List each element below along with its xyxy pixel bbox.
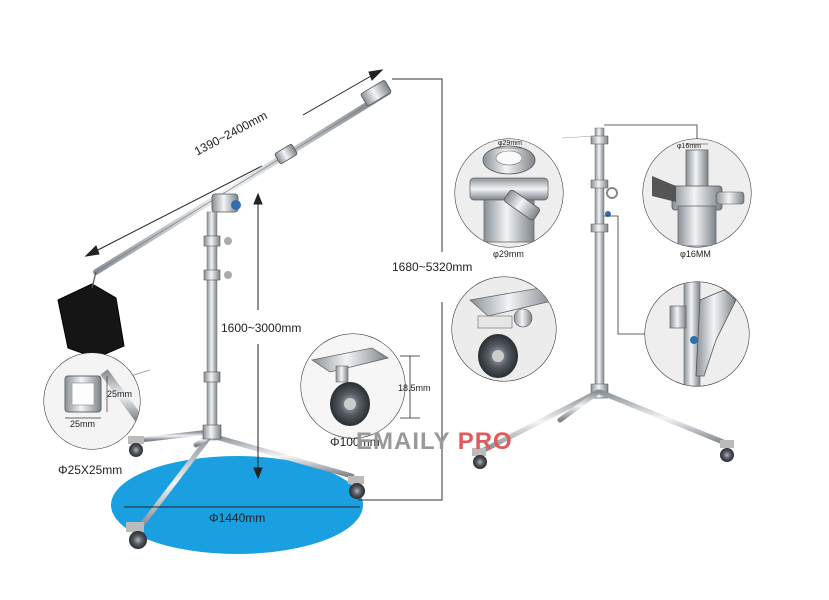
boom-arm	[93, 80, 392, 275]
brand-watermark-part2: PRO	[457, 428, 513, 455]
sandbag	[57, 283, 125, 359]
clamp-detail	[455, 139, 563, 247]
brand-watermark-part1: EMAILY	[356, 428, 451, 455]
max-total-height-label: 1680~5320mm	[392, 260, 473, 274]
spigot-top-label: φ16mm	[677, 143, 701, 150]
spigot-pointer	[604, 124, 698, 139]
base-diameter-label: Φ1440mm	[209, 511, 266, 525]
caster-wheel	[472, 448, 487, 469]
tube-side-a-label: 25mm	[70, 419, 96, 429]
wheel-diameter-label: Φ100mm	[330, 435, 380, 449]
clamp-bore-top-label: φ29mm	[498, 140, 522, 147]
brake-pointer	[604, 215, 645, 335]
caster-detail	[452, 277, 556, 381]
brand-watermark: EMAILY PRO	[356, 428, 513, 456]
caster-wheel	[720, 440, 734, 462]
tube-section-detail	[44, 353, 140, 449]
caster-height-marker	[400, 355, 420, 419]
tube-side-b-label: 25mm	[107, 389, 133, 399]
spigot-detail	[643, 139, 751, 247]
boom-stand-height-label: 1600~3000mm	[221, 321, 302, 335]
caster-detail	[301, 334, 405, 438]
spigot-label: φ16MM	[680, 249, 711, 259]
stand-legs	[477, 389, 731, 455]
boom-stand-legs	[135, 429, 355, 533]
boom-height-arrow	[253, 192, 263, 480]
boom-stand-column	[203, 211, 232, 441]
tube-section-label: Φ25X25mm	[58, 463, 123, 477]
clamp-bore-label: φ29mm	[493, 249, 524, 259]
caster-wheel	[126, 522, 147, 549]
stand-column	[590, 127, 618, 399]
riser-lock-detail	[645, 282, 749, 386]
boom-length-arrow	[84, 69, 384, 257]
total-height-bracket	[358, 78, 443, 501]
caster-height-label: 18.5mm	[398, 383, 431, 393]
caster-wheel	[348, 476, 365, 499]
caster-wheel	[128, 436, 144, 457]
